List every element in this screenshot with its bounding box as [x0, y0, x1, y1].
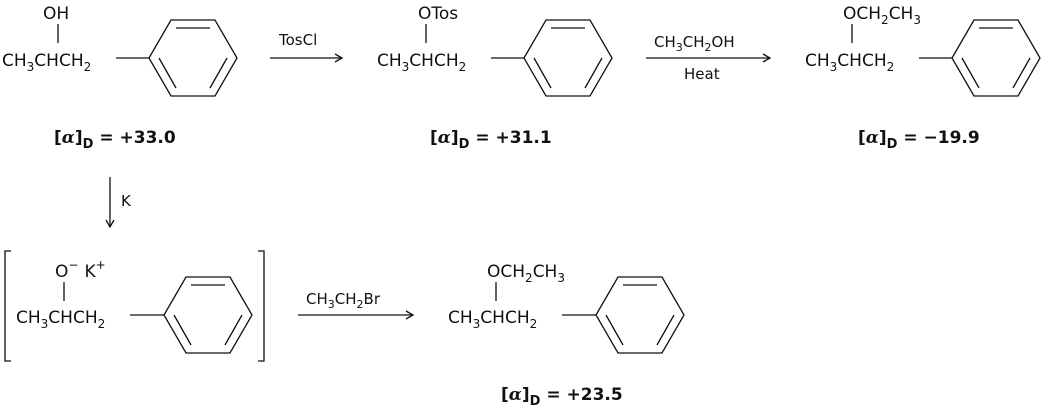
benzene-ring	[523, 19, 613, 97]
ether-bottom-substituent-label: OCH2CH3	[487, 262, 565, 285]
benzene-ring	[951, 19, 1041, 97]
rotation-ether-bottom: [α]D = +23.5	[501, 385, 623, 409]
alcohol-oh-label: OH	[43, 4, 69, 24]
molecule-alkoxide: O−K+ CH3CHCH2	[4, 250, 265, 362]
arrow-deprotonation: K	[105, 177, 132, 229]
benzene-ring	[595, 276, 685, 354]
benzene-ring	[163, 276, 253, 354]
ether-top-chain-label: CH3CHCH2	[805, 51, 894, 74]
rotation-start: [α]D = +33.0	[54, 128, 176, 152]
arrow-ethanolysis: CH3CH2OH Heat	[646, 33, 772, 83]
ether-top-substituent-label: OCH2CH3	[843, 4, 921, 27]
molecule-ether-top: OCH2CH3 CH3CHCH2	[805, 4, 1041, 97]
molecule-ether-bottom: OCH2CH3 CH3CHCH2	[448, 262, 685, 354]
reagent-heat: Heat	[684, 65, 720, 83]
reagent-ethanol: CH3CH2OH	[654, 33, 735, 54]
alkoxide-chain-label: CH3CHCH2	[16, 308, 105, 331]
reagent-toscl: TosCl	[278, 31, 317, 49]
tosylate-otos-label: OTos	[418, 4, 458, 24]
arrow-tosylation: TosCl	[270, 31, 344, 63]
left-bracket	[4, 250, 11, 362]
tosylate-chain-label: CH3CHCH2	[377, 51, 466, 74]
right-bracket	[258, 250, 265, 362]
ether-bottom-chain-label: CH3CHCH2	[448, 308, 537, 331]
benzene-ring	[148, 19, 238, 97]
rotation-tosylate: [α]D = +31.1	[430, 128, 552, 152]
reagent-ethyl-bromide: CH3CH2Br	[306, 290, 381, 311]
molecule-alcohol: OH CH3CHCH2	[2, 4, 238, 97]
alcohol-chain-label: CH3CHCH2	[2, 51, 91, 74]
reagent-potassium: K	[121, 192, 132, 210]
alkoxide-ion-label: O−K+	[55, 258, 106, 282]
arrow-alkylation: CH3CH2Br	[298, 290, 415, 320]
rotation-ether-top: [α]D = −19.9	[858, 128, 980, 152]
molecule-tosylate: OTos CH3CHCH2	[377, 4, 613, 97]
